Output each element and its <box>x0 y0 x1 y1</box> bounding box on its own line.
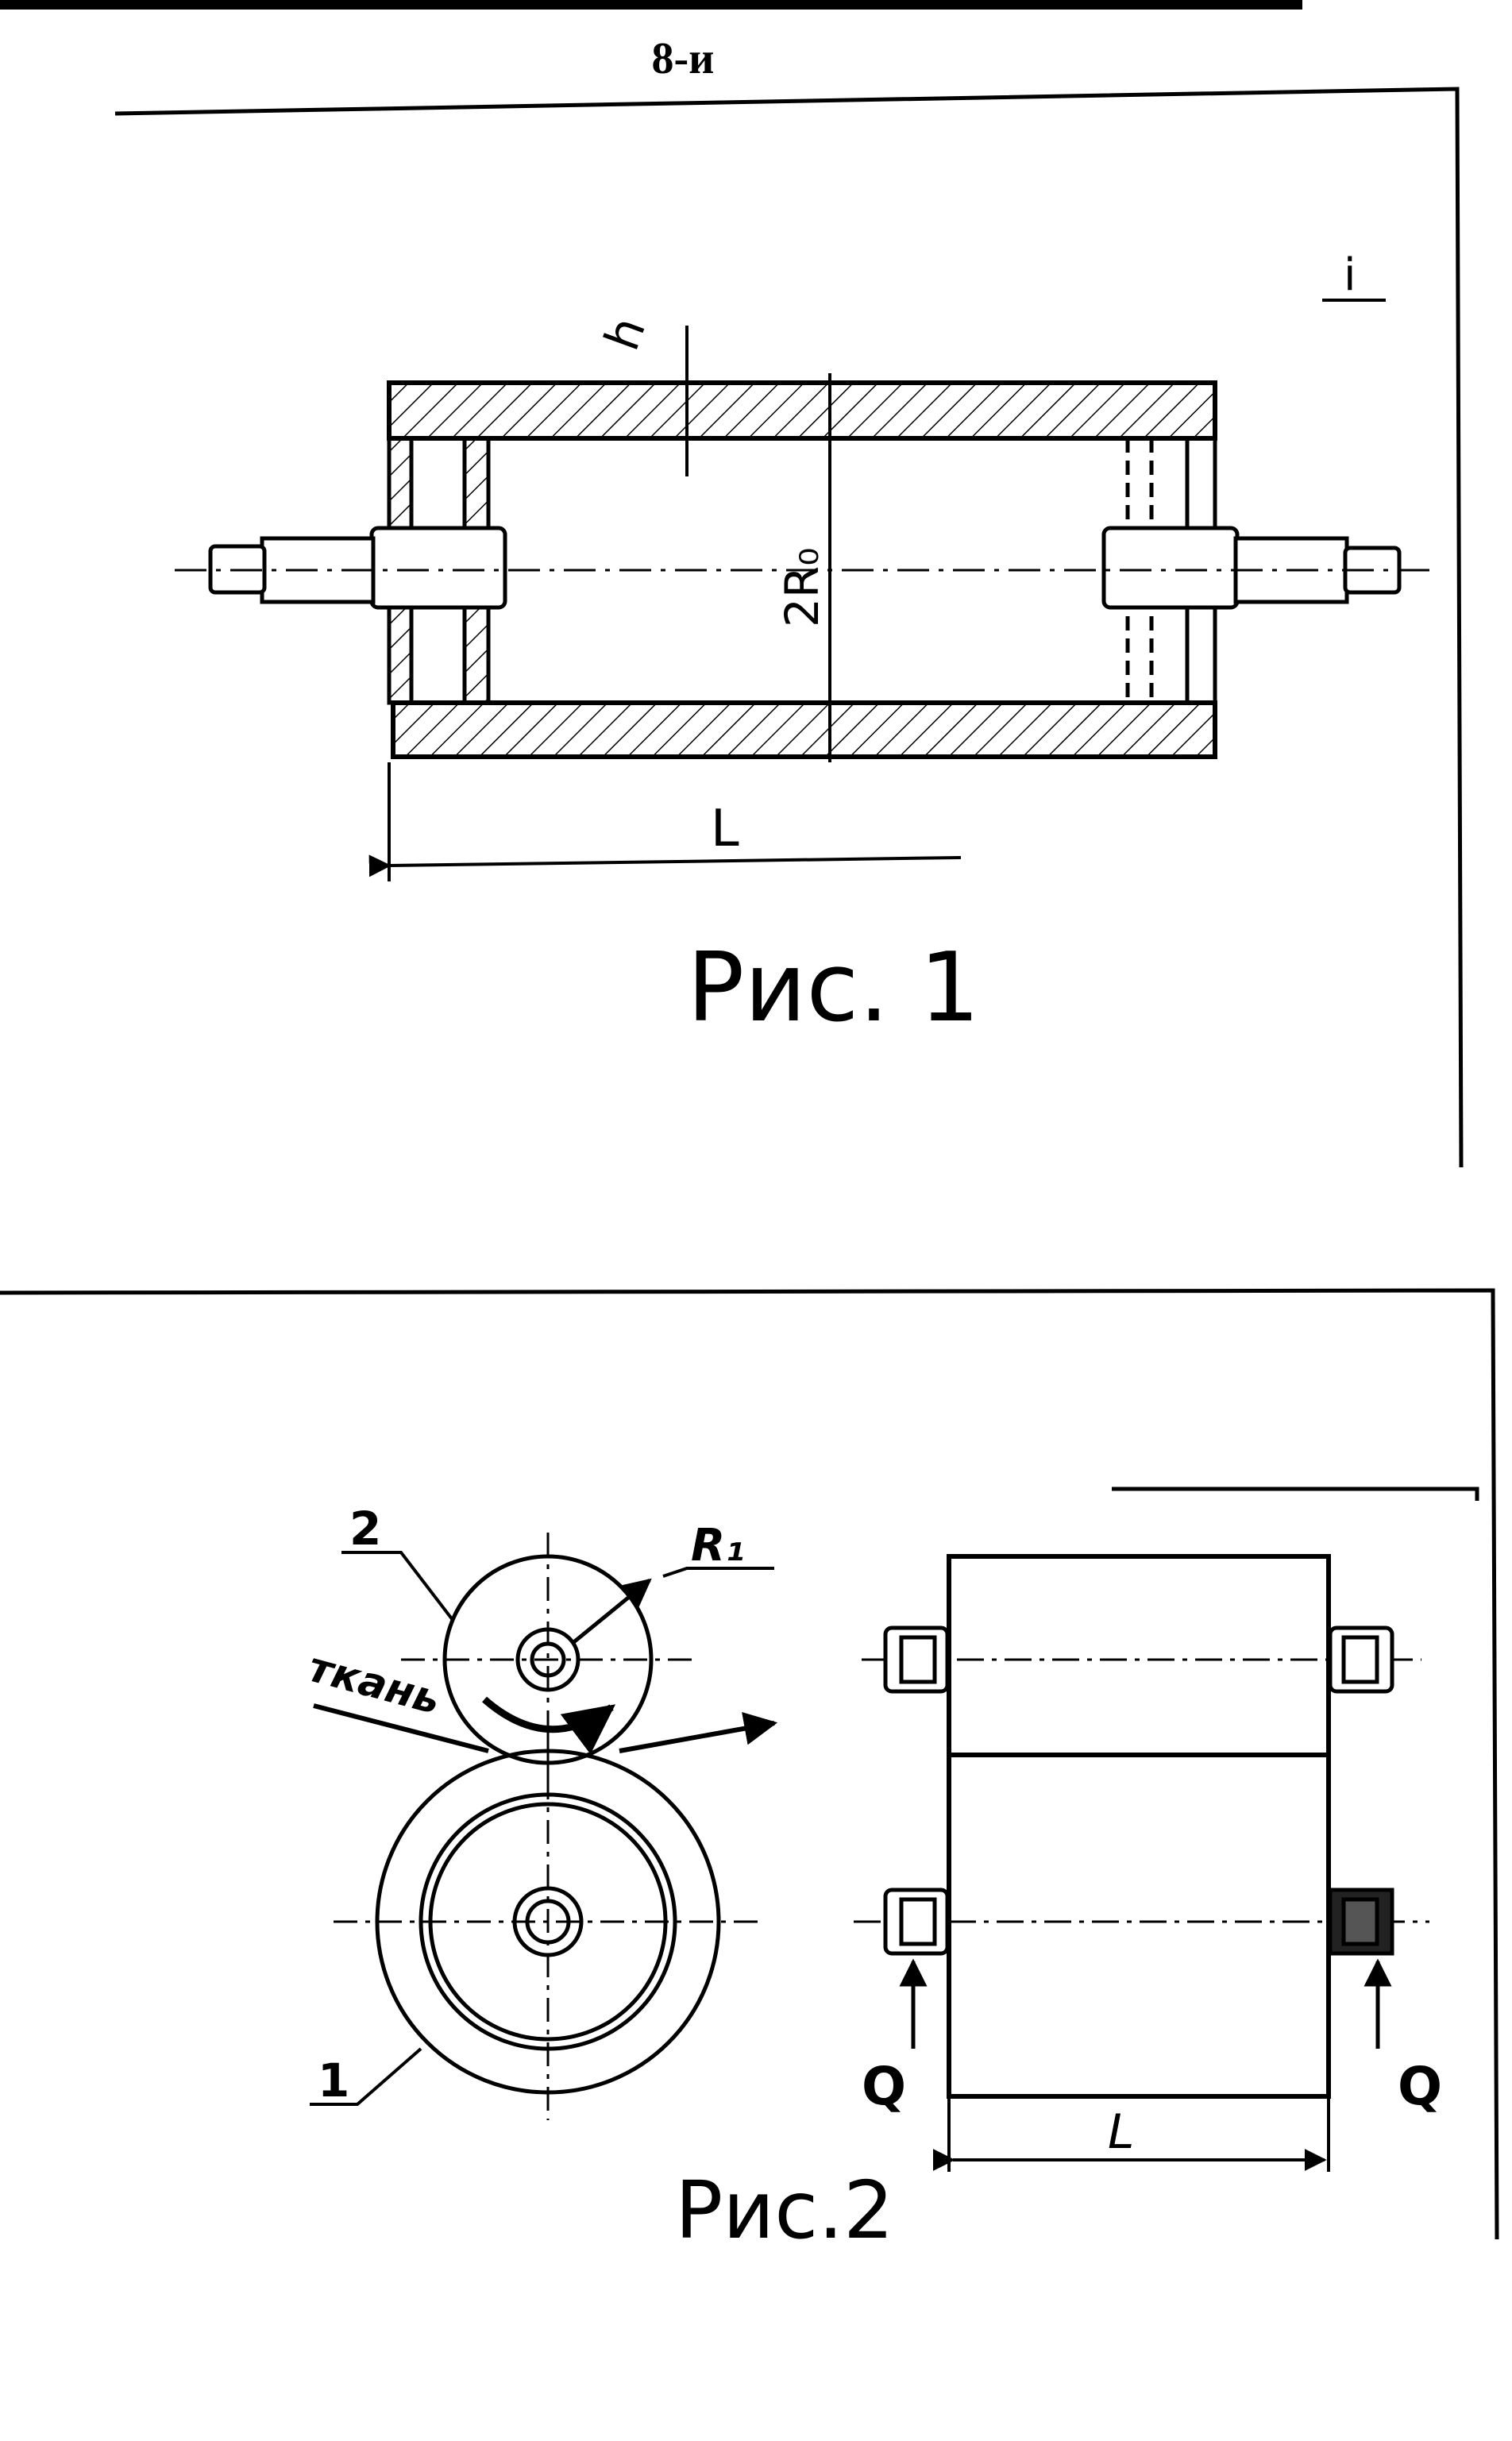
roller-2-label: 2 <box>349 1502 381 1556</box>
roller-2-side <box>401 1533 699 1787</box>
fabric-path <box>313 1703 778 1753</box>
figure-1-frame <box>114 87 1464 1168</box>
roller-1-side <box>334 1731 762 2120</box>
page-header: 8-и <box>651 34 715 83</box>
force-arrows <box>899 1958 1392 2049</box>
front-length-label: L <box>1108 2104 1134 2160</box>
hubs-and-shafts <box>208 526 1402 610</box>
corner-mark: i <box>1344 249 1356 301</box>
diameter-label: 2R₀ <box>775 548 829 627</box>
force-left-label: Q <box>862 2056 906 2117</box>
figure-2: ткань 2 1 R₁ <box>0 1288 1499 2257</box>
figure-1: 2R₀ h L i Рис. 1 <box>114 87 1464 1168</box>
fabric-label: ткань <box>303 1644 446 1725</box>
figure-2-caption: Рис.2 <box>675 2164 894 2257</box>
front-length-dimension <box>932 2096 1330 2172</box>
roller-1-label: 1 <box>318 2053 349 2107</box>
length-dimension <box>368 762 962 881</box>
figure-2-frame <box>0 1288 1499 2240</box>
leader-lines <box>310 1551 774 2106</box>
figure-1-caption: Рис. 1 <box>687 933 980 1043</box>
bearings <box>883 1625 1394 1956</box>
force-right-label: Q <box>1398 2056 1442 2117</box>
length-label: L <box>711 800 739 858</box>
radius-label: R₁ <box>691 1520 745 1571</box>
thickness-label: h <box>594 310 657 357</box>
roller-shell <box>387 380 1217 759</box>
